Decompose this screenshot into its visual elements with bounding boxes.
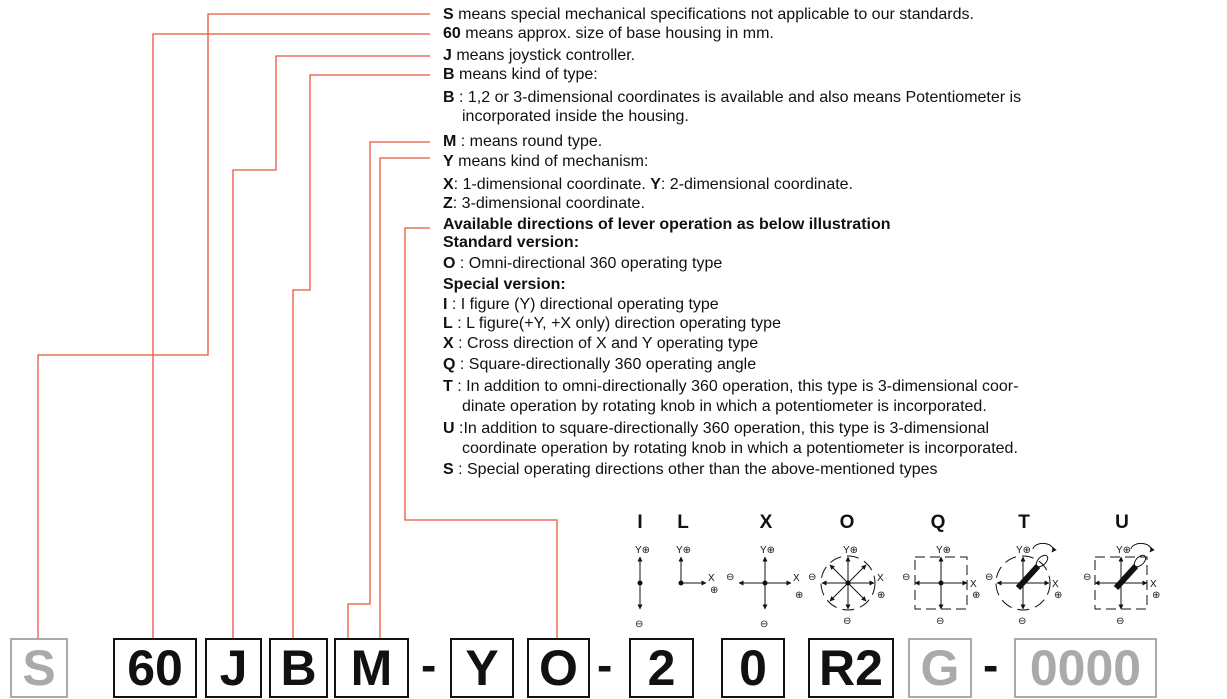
desc-u: U :In addition to square-directionally 3… bbox=[443, 420, 990, 437]
code-separator-2: - bbox=[597, 639, 613, 691]
axis-label-x-u: X bbox=[1150, 579, 1157, 590]
code-box-g: G bbox=[908, 638, 972, 698]
desc-x: X : Cross direction of X and Y operating… bbox=[443, 335, 759, 352]
desc-t-cont: dinate operation by rotating knob in whi… bbox=[462, 398, 987, 415]
desc-o: O : Omni-directional 360 operating type bbox=[443, 255, 723, 272]
desc-q: Q : Square-directionally 360 operating a… bbox=[443, 356, 757, 373]
code-box-b: B bbox=[269, 638, 328, 698]
code-box-y: Y bbox=[450, 638, 514, 698]
leader-line-b bbox=[292, 74, 430, 638]
leader-line-s bbox=[37, 13, 430, 638]
axis-label-y-u: Y⊕ bbox=[1116, 545, 1131, 556]
code-separator-1: - bbox=[421, 639, 437, 691]
axis-label-minus-q: ⊖ bbox=[902, 572, 910, 583]
desc-b: B means kind of type: bbox=[443, 66, 598, 83]
desc-xy-coordinates: X: 1-dimensional coordinate. Y: 2-dimens… bbox=[443, 176, 854, 193]
direction-label-u: U bbox=[1115, 512, 1129, 533]
direction-label-i: I bbox=[637, 512, 643, 533]
axis-label-minus-u-bottom: ⊖ bbox=[1116, 616, 1124, 627]
desc-60: 60 means approx. size of base housing in… bbox=[443, 25, 774, 42]
desc-i: I : I figure (Y) directional operating t… bbox=[443, 296, 719, 313]
desc-b-detail-cont: incorporated inside the housing. bbox=[462, 108, 689, 125]
code-box-o: O bbox=[527, 638, 590, 698]
desc-directions-heading: Available directions of lever operation … bbox=[443, 216, 891, 233]
axis-label-minus-t-bottom: ⊖ bbox=[1018, 616, 1026, 627]
axis-label-x-q: X bbox=[970, 579, 977, 590]
code-box-0000: 0000 bbox=[1014, 638, 1157, 698]
desc-z-coordinate: Z: 3-dimensional coordinate. bbox=[443, 195, 645, 212]
axis-label-minus-u: ⊖ bbox=[1083, 572, 1091, 583]
desc-u-cont: coordinate operation by rotating knob in… bbox=[462, 440, 1018, 457]
axis-label-minus-q-bottom: ⊖ bbox=[936, 616, 944, 627]
desc-y: Y means kind of mechanism: bbox=[443, 153, 649, 170]
axis-label-minus-i: ⊖ bbox=[635, 619, 643, 630]
axis-label-y-x: Y⊕ bbox=[760, 545, 775, 556]
axis-label-plus-u: ⊕ bbox=[1152, 590, 1160, 601]
axis-label-y-q: Y⊕ bbox=[936, 545, 951, 556]
axis-label-y-o: Y⊕ bbox=[843, 545, 858, 556]
diagram-t bbox=[995, 542, 1057, 611]
desc-j: J means joystick controller. bbox=[443, 47, 636, 64]
desc-s-special: S : Special operating directions other t… bbox=[443, 461, 938, 478]
desc-s: S means special mechanical specification… bbox=[443, 6, 974, 23]
leader-line-60 bbox=[152, 33, 430, 638]
axis-label-y-i: Y⊕ bbox=[635, 545, 650, 556]
axis-label-plus-l: ⊕ bbox=[710, 585, 718, 596]
code-box-j: J bbox=[205, 638, 262, 698]
leader-line-y bbox=[379, 157, 430, 638]
axis-label-plus-t: ⊕ bbox=[1054, 590, 1062, 601]
diagram-i bbox=[637, 556, 643, 610]
diagram-u bbox=[1094, 542, 1155, 610]
direction-label-l: L bbox=[677, 512, 689, 533]
axis-label-minus-x: ⊖ bbox=[726, 572, 734, 583]
code-box-m: M bbox=[334, 638, 409, 698]
code-box-2: 2 bbox=[629, 638, 694, 698]
axis-label-plus-o: ⊕ bbox=[877, 590, 885, 601]
axis-label-plus-x: ⊕ bbox=[795, 590, 803, 601]
axis-label-minus-t: ⊖ bbox=[985, 572, 993, 583]
code-separator-3: - bbox=[983, 639, 999, 691]
desc-m: M : means round type. bbox=[443, 133, 603, 150]
axis-label-y-t: Y⊕ bbox=[1016, 545, 1031, 556]
code-box-0: 0 bbox=[721, 638, 785, 698]
direction-label-t: T bbox=[1018, 512, 1030, 533]
axis-label-minus-o-bottom: ⊖ bbox=[843, 616, 851, 627]
desc-standard-heading: Standard version: bbox=[443, 234, 580, 251]
direction-label-q: Q bbox=[930, 512, 946, 533]
diagram-l bbox=[678, 556, 707, 586]
desc-b-detail: B : 1,2 or 3-dimensional coordinates is … bbox=[443, 89, 1022, 106]
direction-label-x: X bbox=[759, 512, 773, 533]
axis-label-x-o: X bbox=[877, 573, 884, 584]
axis-label-minus-x-bottom: ⊖ bbox=[760, 619, 768, 630]
axis-label-x-l: X bbox=[708, 573, 715, 584]
code-box-60: 60 bbox=[113, 638, 197, 698]
axis-label-x-t: X bbox=[1052, 579, 1059, 590]
diagram-x bbox=[738, 556, 792, 610]
direction-label-o: O bbox=[839, 512, 855, 533]
code-box-s: S bbox=[10, 638, 68, 698]
leader-line-m bbox=[347, 141, 430, 638]
diagram-q bbox=[914, 556, 968, 610]
leader-line-o bbox=[404, 227, 558, 638]
code-box-r2: R2 bbox=[808, 638, 894, 698]
axis-label-y-l: Y⊕ bbox=[676, 545, 691, 556]
axis-label-x-x: X bbox=[793, 573, 800, 584]
desc-l: L : L figure(+Y, +X only) direction oper… bbox=[443, 315, 781, 332]
axis-label-plus-q: ⊕ bbox=[972, 590, 980, 601]
axis-label-minus-o: ⊖ bbox=[808, 572, 816, 583]
leader-line-j bbox=[232, 55, 430, 638]
desc-t: T : In addition to omni-directionally 36… bbox=[443, 378, 1019, 395]
desc-special-heading: Special version: bbox=[443, 276, 566, 293]
diagram-o bbox=[820, 555, 876, 611]
